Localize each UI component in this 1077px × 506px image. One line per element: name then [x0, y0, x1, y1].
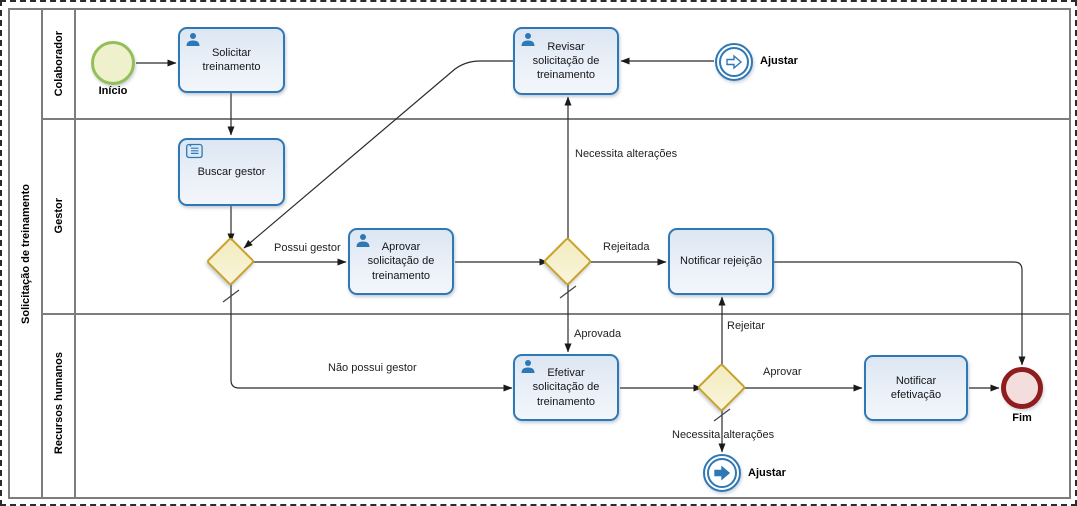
lane-label-gestor: Gestor — [52, 197, 65, 234]
flow-label-necessita-alteracoes-2: Necessita alterações — [672, 429, 775, 441]
lane-header-gestor[interactable]: Gestor — [43, 118, 74, 313]
flow-label-necessita-alteracoes-1: Necessita alterações — [575, 148, 678, 160]
lane-separator-2 — [43, 313, 1069, 315]
lane-label-colaborador: Colaborador — [52, 31, 65, 97]
pool-title: Solicitação de treinamento — [19, 183, 32, 324]
link-throw-event-label: Ajustar — [748, 467, 786, 479]
task-buscar-gestor[interactable]: Buscar gestor — [178, 138, 285, 206]
task-solicitar-treinamento[interactable]: Solicitar treinamento — [178, 27, 285, 93]
task-label: Efetivar solicitação de treinamento — [532, 367, 600, 408]
task-label: Notificar efetivação — [890, 374, 942, 401]
end-event-fim[interactable] — [1001, 367, 1043, 409]
lane-header-band: Colaborador Gestor Recursos humanos — [43, 10, 76, 497]
user-icon — [355, 233, 371, 248]
task-label: Buscar gestor — [197, 165, 266, 178]
start-event-label: Início — [98, 85, 128, 97]
link-catch-event-label: Ajustar — [760, 55, 798, 67]
flow-label-aprovar: Aprovar — [763, 366, 802, 378]
task-label: Revisar solicitação de treinamento — [532, 40, 600, 82]
start-event-inicio[interactable] — [91, 41, 135, 85]
task-label: Aprovar solicitação de treinamento — [367, 241, 435, 282]
lane-label-recursos-humanos: Recursos humanos — [52, 351, 65, 455]
lane-header-colaborador[interactable]: Colaborador — [43, 10, 74, 118]
task-notificar-efetivacao[interactable]: Notificar efetivação — [864, 355, 968, 421]
task-label: Notificar rejeição — [680, 255, 762, 268]
pool-title-band[interactable]: Solicitação de treinamento — [10, 10, 43, 497]
flow-label-possui-gestor: Possui gestor — [274, 242, 341, 254]
flow-label-rejeitada: Rejeitada — [603, 241, 650, 253]
flow-label-rejeitar: Rejeitar — [727, 320, 765, 332]
user-icon — [185, 32, 201, 47]
task-efetivar-solicitacao[interactable]: Efetivar solicitação de treinamento — [513, 354, 619, 421]
task-label: Solicitar treinamento — [202, 46, 261, 73]
link-throw-icon — [712, 463, 732, 483]
task-revisar-solicitacao[interactable]: Revisar solicitação de treinamento — [513, 27, 619, 95]
link-throw-event-ajustar[interactable] — [703, 454, 741, 492]
link-catch-event-ajustar[interactable] — [715, 43, 753, 81]
script-icon — [185, 143, 204, 160]
user-icon — [520, 32, 536, 47]
task-aprovar-solicitacao[interactable]: Aprovar solicitação de treinamento — [348, 228, 454, 295]
user-icon — [520, 359, 536, 374]
task-notificar-rejeicao[interactable]: Notificar rejeição — [668, 228, 774, 295]
link-catch-icon — [724, 52, 744, 72]
lane-header-recursos-humanos[interactable]: Recursos humanos — [43, 313, 74, 493]
lane-separator-1 — [43, 118, 1069, 120]
flow-label-aprovada: Aprovada — [574, 328, 622, 340]
end-event-label: Fim — [1012, 412, 1032, 424]
flow-label-nao-possui-gestor: Não possui gestor — [328, 362, 417, 374]
